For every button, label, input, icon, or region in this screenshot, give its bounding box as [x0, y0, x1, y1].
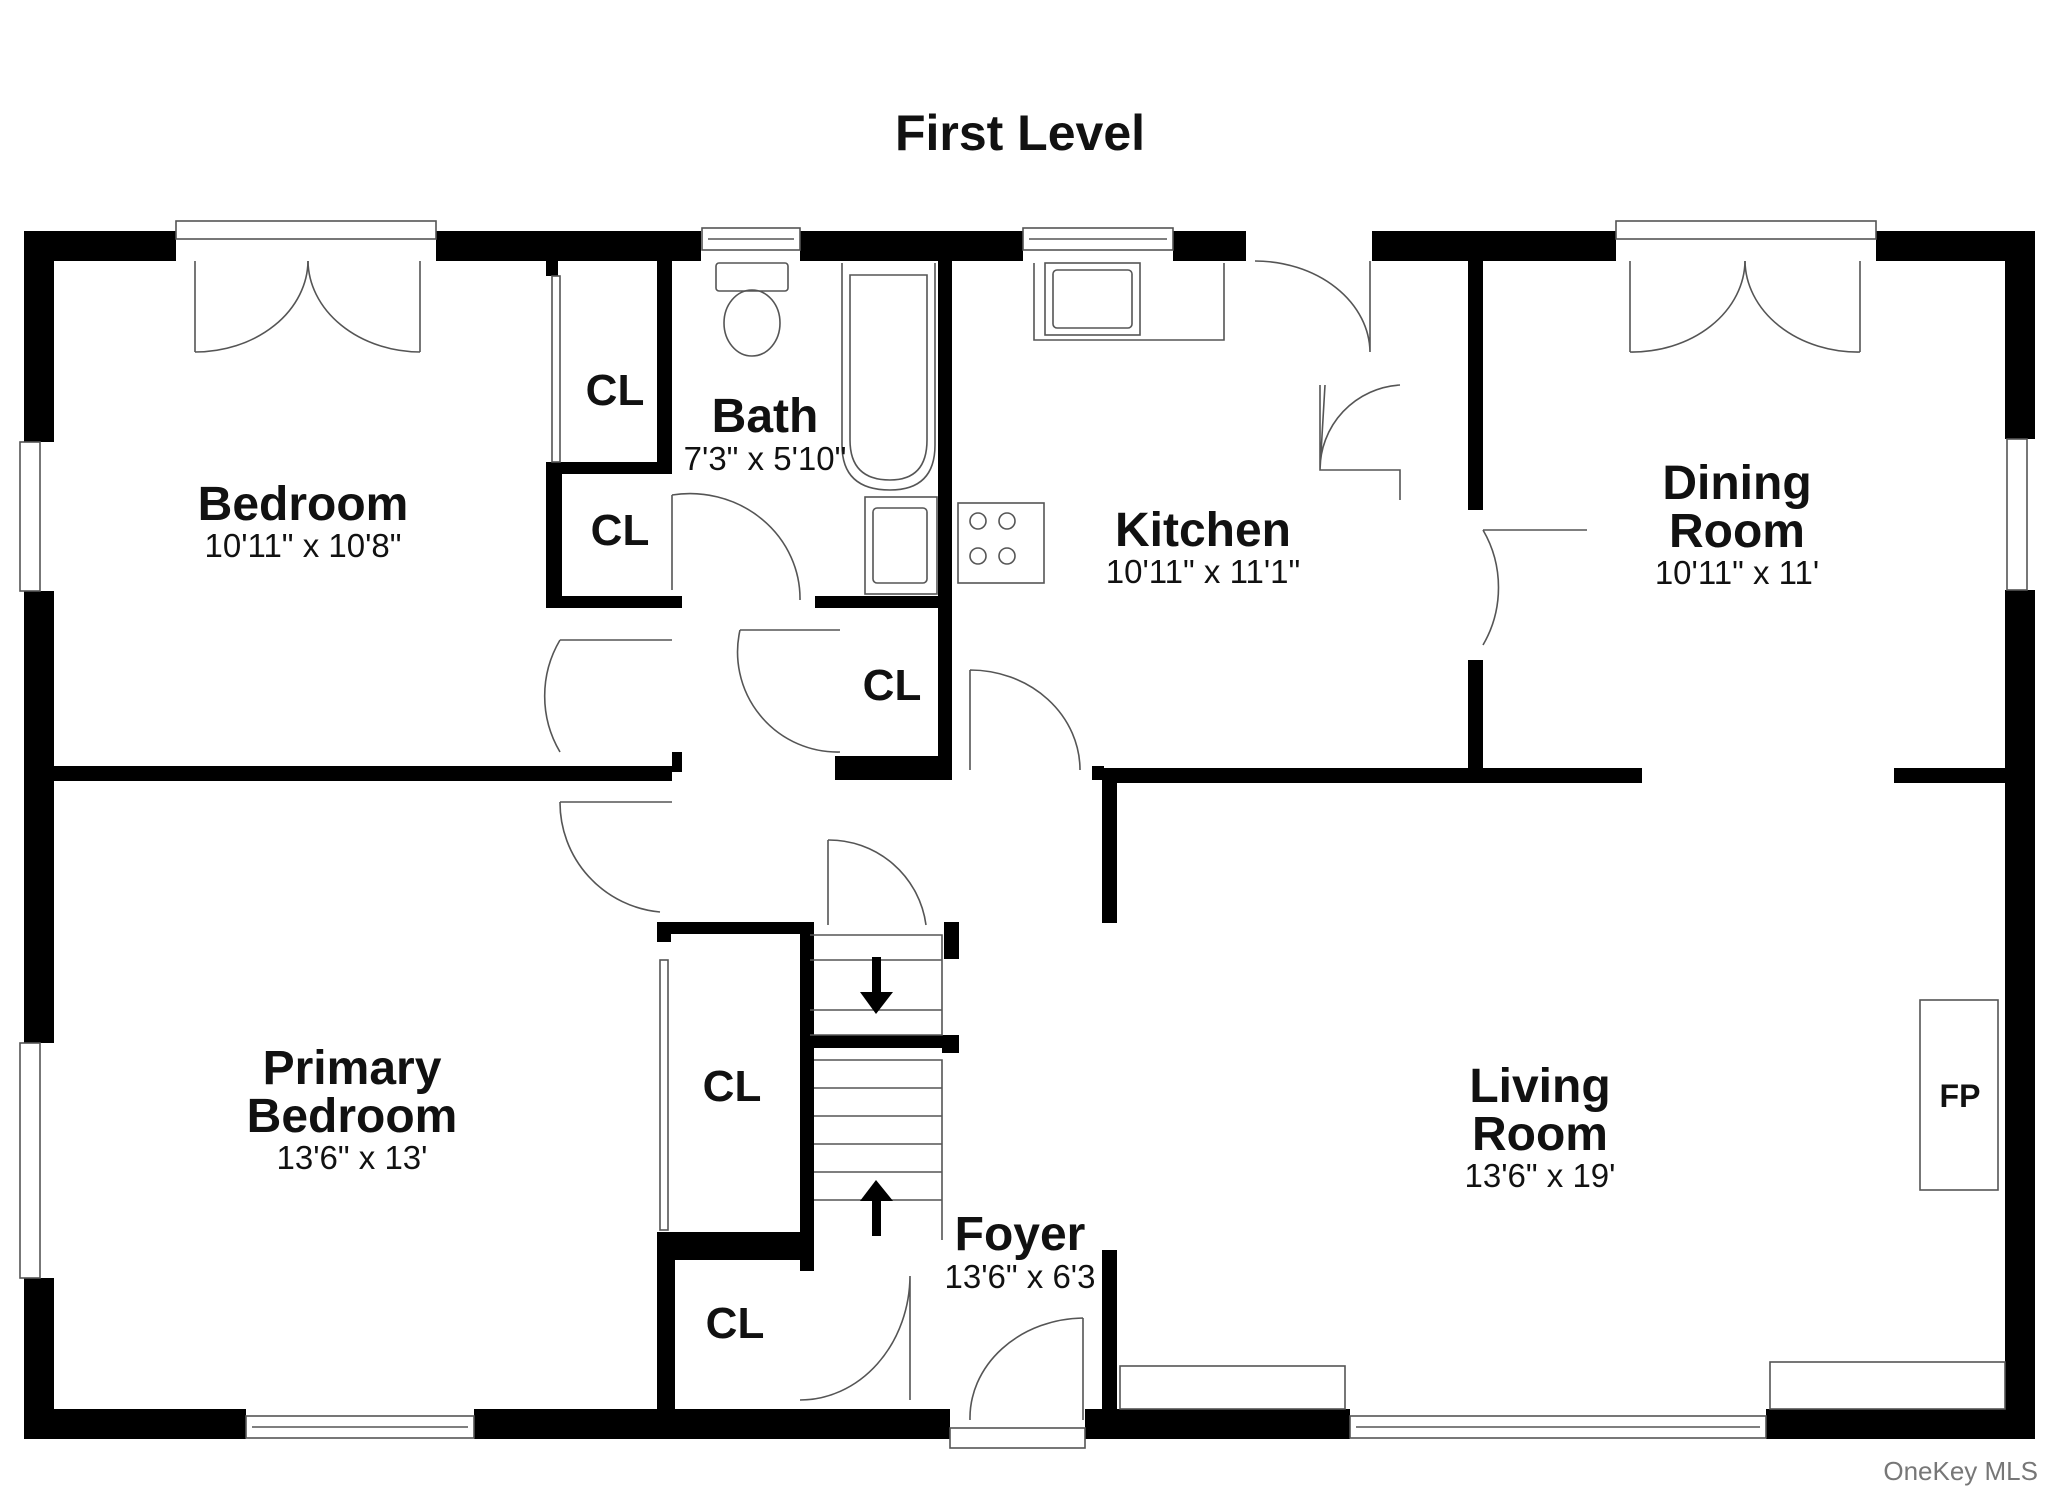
- closet-label: CL: [591, 506, 650, 555]
- exterior-walls: [24, 231, 2035, 1439]
- room-dimensions: 10'11" x 11'1": [1106, 553, 1300, 590]
- room-dimensions: 10'11" x 10'8": [205, 527, 402, 564]
- doors: [194, 260, 1861, 1421]
- room-label-living-room: Living Room 13'6" x 19': [1465, 1060, 1616, 1194]
- interior-walls: [54, 261, 2005, 1424]
- closet-label: CL: [706, 1299, 765, 1348]
- room-label-dining-room: Dining Room 10'11" x 11': [1655, 457, 1819, 591]
- stair-up-arrow-icon: [860, 1180, 893, 1236]
- room-name: Bedroom: [198, 478, 409, 531]
- room-name: Dining: [1662, 457, 1811, 510]
- room-label-bath: Bath 7'3" x 5'10": [684, 390, 847, 477]
- room-dimensions: 13'6" x 6'3: [945, 1258, 1096, 1295]
- room-name: Room: [1472, 1108, 1608, 1161]
- fixtures: [715, 262, 2006, 1410]
- room-name: Bath: [712, 390, 819, 443]
- room-dimensions: 10'11" x 11': [1655, 554, 1819, 591]
- room-label-primary-bedroom: Primary Bedroom 13'6" x 13': [247, 1042, 458, 1176]
- room-name: Living: [1469, 1060, 1610, 1113]
- room-name: Room: [1669, 505, 1805, 558]
- room-dimensions: 13'6" x 19': [1465, 1157, 1616, 1194]
- room-name: Kitchen: [1115, 504, 1291, 557]
- room-dimensions: 7'3" x 5'10": [684, 440, 847, 477]
- room-label-kitchen: Kitchen 10'11" x 11'1": [1106, 504, 1300, 590]
- watermark: OneKey MLS: [1883, 1456, 2038, 1486]
- room-name: Primary: [263, 1042, 442, 1095]
- room-name: Bedroom: [247, 1090, 458, 1143]
- room-name: Foyer: [955, 1208, 1086, 1261]
- room-label-foyer: Foyer 13'6" x 6'3: [945, 1208, 1096, 1295]
- plan-title: First Level: [895, 105, 1145, 161]
- room-label-bedroom: Bedroom 10'11" x 10'8": [198, 478, 409, 564]
- stair-down-arrow-icon: [860, 957, 893, 1014]
- closet-label: CL: [863, 661, 922, 710]
- windows: [19, 220, 2028, 1449]
- closet-label: CL: [586, 366, 645, 415]
- room-dimensions: 13'6" x 13': [277, 1139, 428, 1176]
- closet-label: CL: [703, 1062, 762, 1111]
- fireplace-label: FP: [1940, 1078, 1981, 1114]
